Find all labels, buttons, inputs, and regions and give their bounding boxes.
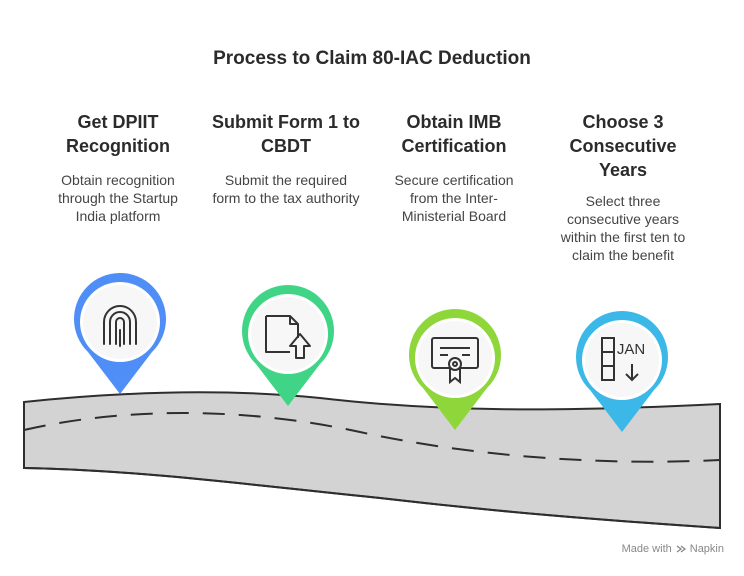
step-2-marker — [242, 284, 334, 406]
road-center-line — [23, 412, 721, 463]
step-4-marker: JAN — [576, 310, 669, 432]
step-1-marker — [74, 272, 166, 394]
step-2-heading: Submit Form 1 to CBDT — [212, 112, 360, 156]
step-1-description: Obtain recognition through the Startup I… — [58, 172, 178, 224]
footer-made-with: Made with — [621, 543, 672, 555]
step-4-heading: Choose 3 Consecutive Years — [569, 112, 677, 180]
step-3-description: Secure certification from the Inter-Mini… — [394, 172, 514, 224]
footer-brand: Napkin — [689, 543, 724, 555]
step-4-description: Select three consecutive years within th… — [560, 193, 686, 263]
certificate-icon — [431, 337, 479, 385]
road-edge-bottom — [23, 467, 721, 529]
page-title: Process to Claim 80-IAC Deduction — [213, 48, 531, 69]
step-3-marker — [409, 308, 501, 430]
step-1-heading: Get DPIIT Recognition — [66, 112, 170, 156]
fingerprint-icon — [103, 305, 137, 347]
footer-credit: Made with Napkin — [622, 543, 724, 555]
upload-document-icon — [265, 315, 311, 359]
step-3-heading: Obtain IMB Certification — [401, 112, 507, 156]
calendar-icon — [601, 337, 639, 382]
step-2-description: Submit the required form to the tax auth… — [212, 172, 360, 206]
napkin-logo-icon — [676, 545, 686, 553]
calendar-month-label: JAN — [617, 341, 645, 358]
